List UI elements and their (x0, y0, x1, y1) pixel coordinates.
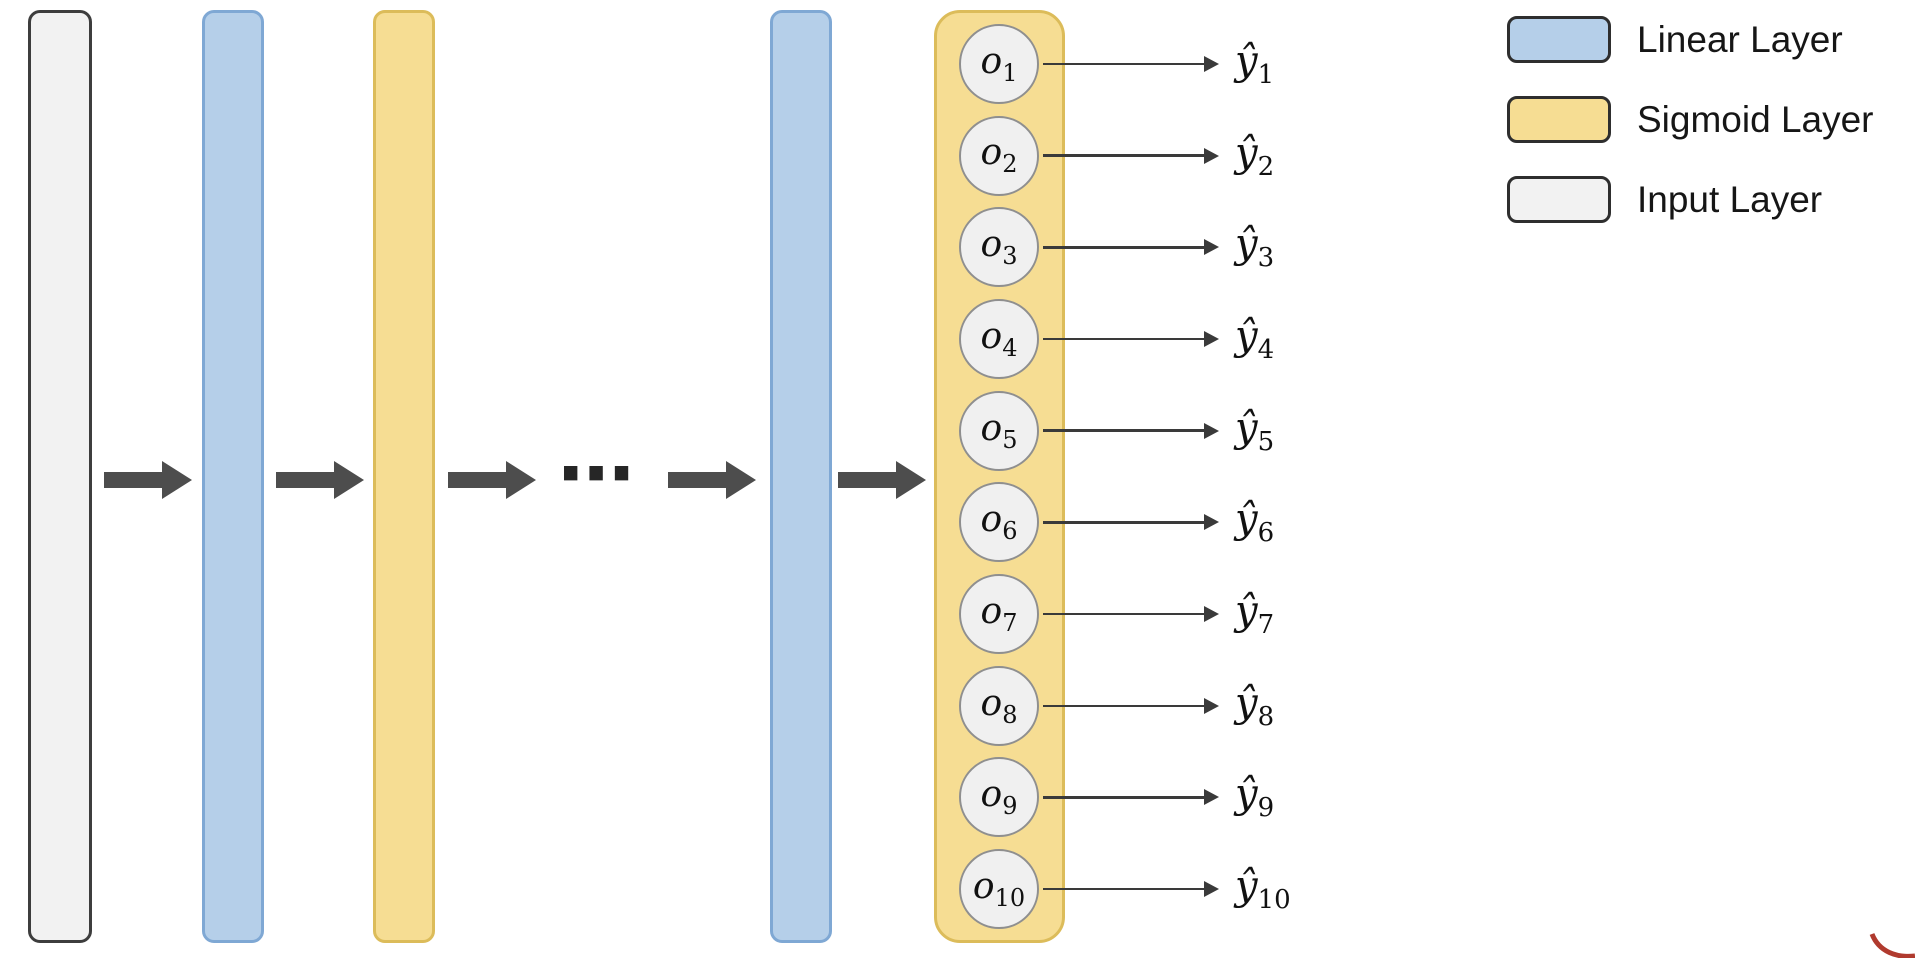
output-neuron: o10 (959, 849, 1039, 930)
output-arrow (1043, 330, 1219, 347)
prediction-label: ŷ3 (1235, 221, 1275, 274)
output-arrow (1043, 789, 1219, 806)
sigmoid-layer-swatch (1507, 96, 1611, 143)
output-row: o3 ŷ3 (934, 201, 1434, 293)
output-row: o9 ŷ9 (934, 752, 1434, 844)
prediction-label: ŷ2 (1235, 129, 1275, 182)
output-row: o2 ŷ2 (934, 110, 1434, 202)
prediction-label: ŷ10 (1235, 863, 1291, 916)
output-row: o5 ŷ5 (934, 385, 1434, 477)
output-neuron: o5 (959, 390, 1039, 471)
neuron-label: o9 (980, 774, 1018, 821)
output-arrow (1043, 55, 1219, 72)
flow-arrow-3 (448, 458, 536, 502)
output-arrow (1043, 147, 1219, 164)
output-neuron: o3 (959, 207, 1039, 288)
output-row: o6 ŷ6 (934, 477, 1434, 569)
neuron-label: o4 (980, 315, 1018, 363)
output-neuron: o7 (959, 574, 1039, 655)
sigmoid-layer-bar (373, 10, 435, 943)
output-neuron: o6 (959, 482, 1039, 563)
prediction-label: ŷ5 (1235, 404, 1275, 457)
legend: Linear Layer Sigmoid Layer Input Layer (1507, 16, 1874, 223)
output-arrow (1043, 697, 1219, 714)
legend-label: Linear Layer (1637, 18, 1843, 60)
input-layer-swatch (1507, 176, 1611, 223)
output-neuron: o4 (959, 298, 1039, 379)
flow-arrow-1 (104, 458, 192, 502)
output-row: o1 ŷ1 (934, 18, 1434, 110)
flow-arrow-2 (276, 458, 364, 502)
legend-item-input: Input Layer (1507, 176, 1874, 223)
output-arrow (1043, 514, 1219, 531)
neuron-label: o8 (980, 682, 1018, 729)
neuron-label: o7 (980, 590, 1018, 638)
flow-arrow-5 (838, 458, 926, 502)
prediction-label: ŷ1 (1235, 37, 1275, 90)
output-row: o7 ŷ7 (934, 568, 1434, 660)
input-layer-bar (28, 10, 92, 943)
output-row: o10 ŷ10 (934, 843, 1434, 935)
linear-layer-bar-2 (770, 10, 832, 943)
output-arrow (1043, 422, 1219, 439)
linear-layer-swatch (1507, 16, 1611, 63)
red-annotation-artifact (1869, 932, 1915, 958)
neuron-label: o2 (980, 132, 1018, 179)
legend-label: Input Layer (1637, 178, 1823, 220)
neuron-label: o3 (980, 224, 1018, 271)
legend-label: Sigmoid Layer (1637, 98, 1874, 140)
prediction-label: ŷ9 (1235, 771, 1275, 824)
output-row: o8 ŷ8 (934, 660, 1434, 752)
output-rows: o1 ŷ1 o2 ŷ2 o3 ŷ3 o4 ŷ4 o5 ŷ5 o6 ŷ6 (934, 10, 1434, 943)
output-neuron: o2 (959, 115, 1039, 196)
prediction-label: ŷ8 (1235, 679, 1275, 732)
prediction-label: ŷ6 (1235, 496, 1275, 549)
legend-item-linear: Linear Layer (1507, 16, 1874, 63)
neuron-label: o6 (980, 499, 1018, 546)
output-neuron: o1 (959, 23, 1039, 104)
prediction-label: ŷ7 (1235, 588, 1275, 641)
output-neuron: o8 (959, 665, 1039, 746)
output-neuron: o9 (959, 757, 1039, 838)
neuron-label: o10 (972, 866, 1026, 913)
prediction-label: ŷ4 (1235, 312, 1275, 365)
legend-item-sigmoid: Sigmoid Layer (1507, 96, 1874, 143)
neuron-label: o1 (980, 40, 1018, 87)
output-arrow (1043, 606, 1219, 623)
output-arrow (1043, 239, 1219, 256)
ellipsis-dots: ⋯ (558, 428, 636, 518)
neuron-label: o5 (980, 407, 1018, 454)
output-arrow (1043, 881, 1219, 898)
flow-arrow-4 (668, 458, 756, 502)
linear-layer-bar-1 (202, 10, 264, 943)
output-row: o4 ŷ4 (934, 293, 1434, 385)
